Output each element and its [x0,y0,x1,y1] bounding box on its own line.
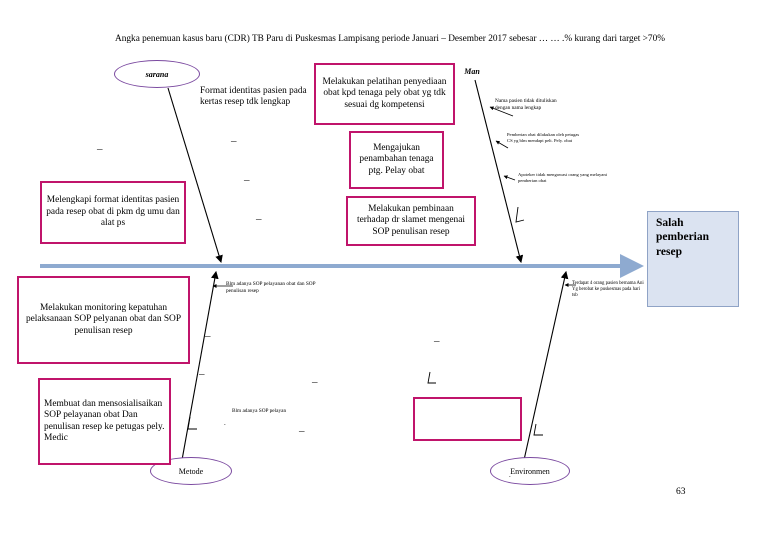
tick-mark [187,416,197,430]
page-number: 63 [676,487,686,497]
cause-environment-1: Terdapat 4 orang pasien bernama Ani Yg b… [572,281,644,298]
dash-mark: – [199,368,205,380]
bone-man [474,79,524,264]
dash-mark: . [509,471,511,479]
tick-mark [533,423,543,436]
solution-box-metode-2: Membuat dan mensosialisaikan SOP pelayan… [38,378,171,465]
diagram-title: Angka penemuan kasus baru (CDR) TB Paru … [115,34,665,44]
solution-box-environment [413,397,522,441]
dash-mark: – [244,174,250,186]
dash-mark: – [205,330,211,342]
sub-arrow-man-1 [489,106,514,117]
tick-mark [515,206,525,223]
category-sarana: sarana [114,60,200,88]
category-metode: Metode [150,457,232,485]
cause-man-3: Apoteker tidak mengawasi orang yang mela… [518,172,607,183]
cause-metode-2: Blm adanya SOP pelayan [232,408,287,414]
cause-sarana-1: Format identitas pasien pada kertas rese… [200,86,307,108]
solution-box-sarana: Melengkapi format identitas pasien pada … [40,181,186,244]
category-environment: Environmen [490,457,570,485]
solution-box-man-2: Mengajukan penambahan tenaga ptg. Pelay … [349,131,444,189]
cause-man-1: Nama pasien tidak dituliskan dengan nama… [495,98,557,111]
dash-mark: – [312,376,318,388]
solution-box-man-3: Melakukan pembinaan terhadap dr slamet m… [346,196,476,246]
dash-mark: . [224,419,226,427]
solution-box-man-1: Melakukan pelatihan penyediaan obat kpd … [314,63,455,125]
bone-environment [523,270,569,461]
sub-arrow-man-2 [495,140,509,149]
dash-mark: – [97,143,103,155]
dash-mark: – [231,135,237,147]
dash-mark: – [434,335,440,347]
dash-mark: – [256,213,262,225]
tick-mark [427,371,436,384]
solution-box-metode-1: Melakukan monitoring kepatuhan pelaksana… [17,276,190,364]
problem-head: Salah pemberian resep [647,211,739,307]
cause-man-2: Pemberian obat dilakukan oleh petugas CS… [507,132,580,143]
dash-mark: – [299,425,305,437]
bone-sarana [167,87,223,264]
sub-arrow-man-3 [503,175,516,181]
category-man: Man [464,66,480,76]
cause-metode-1: Blm adanya SOP pelayanan obat dan SOP pe… [226,281,316,294]
